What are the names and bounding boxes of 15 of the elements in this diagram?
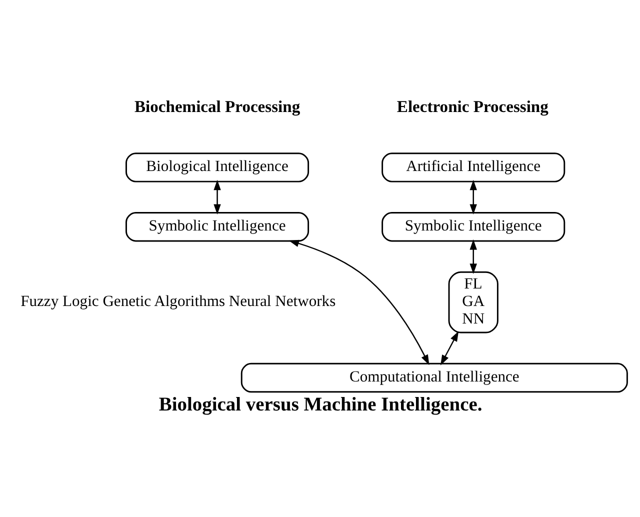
node-box: Computational Intelligence: [240, 362, 628, 393]
node-box: Artificial Intelligence: [382, 152, 566, 182]
label: Fuzzy Logic Genetic Algorithms Neural Networks: [20, 293, 336, 310]
node-box: Symbolic Intelligence: [382, 212, 566, 242]
label: Biochemical Processing: [134, 97, 300, 116]
node-box: Biological Intelligence: [126, 152, 310, 182]
arrow: [288, 240, 430, 366]
arrow: [470, 180, 477, 215]
arrow: [214, 180, 221, 215]
arrow: [470, 239, 477, 274]
node-box: FL GA NN: [448, 271, 498, 334]
arrow: [440, 331, 459, 366]
caption: Biological versus Machine Intelligence.: [158, 394, 482, 416]
node-box: Symbolic Intelligence: [126, 212, 310, 242]
label: Electronic Processing: [396, 97, 548, 116]
